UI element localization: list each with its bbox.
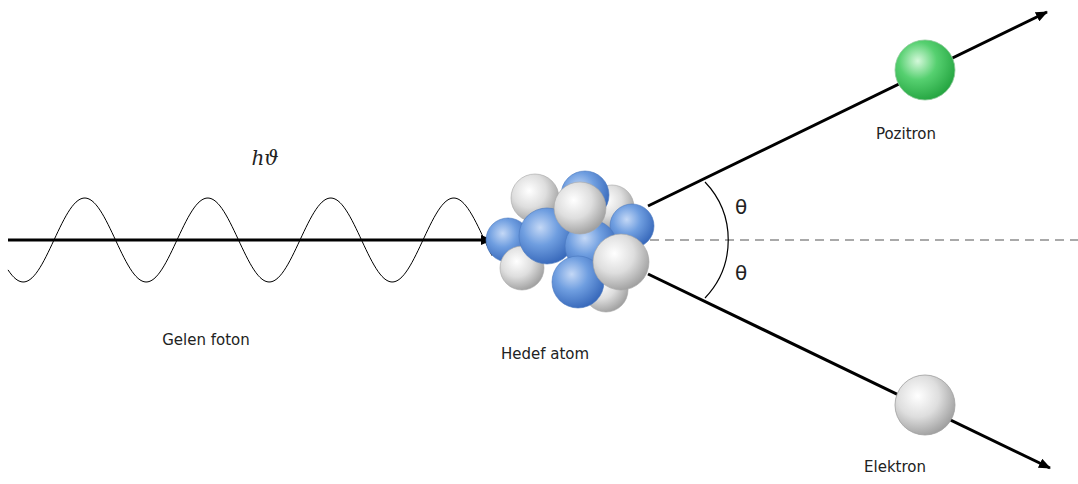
nucleus <box>486 171 654 312</box>
electron-ball <box>895 375 955 435</box>
positron-ball <box>895 40 955 100</box>
photon-label: Gelen foton <box>162 331 250 349</box>
positron-track <box>648 12 1047 206</box>
axis-dashed-line <box>650 239 1078 240</box>
electron-track <box>648 274 1050 468</box>
atom-label: Hedef atom <box>501 345 589 363</box>
photon-arrow <box>8 239 492 242</box>
angle-arc <box>705 182 728 298</box>
photon-wave <box>8 198 492 282</box>
photon-energy-label: hϑ <box>251 146 278 170</box>
neutron-sphere <box>554 182 606 234</box>
angle-label: θ <box>735 261 747 285</box>
neutron-sphere <box>593 234 649 290</box>
electron-label: Elektron <box>864 458 926 476</box>
positron-label: Pozitron <box>876 125 936 143</box>
angle-label: θ <box>735 195 747 219</box>
